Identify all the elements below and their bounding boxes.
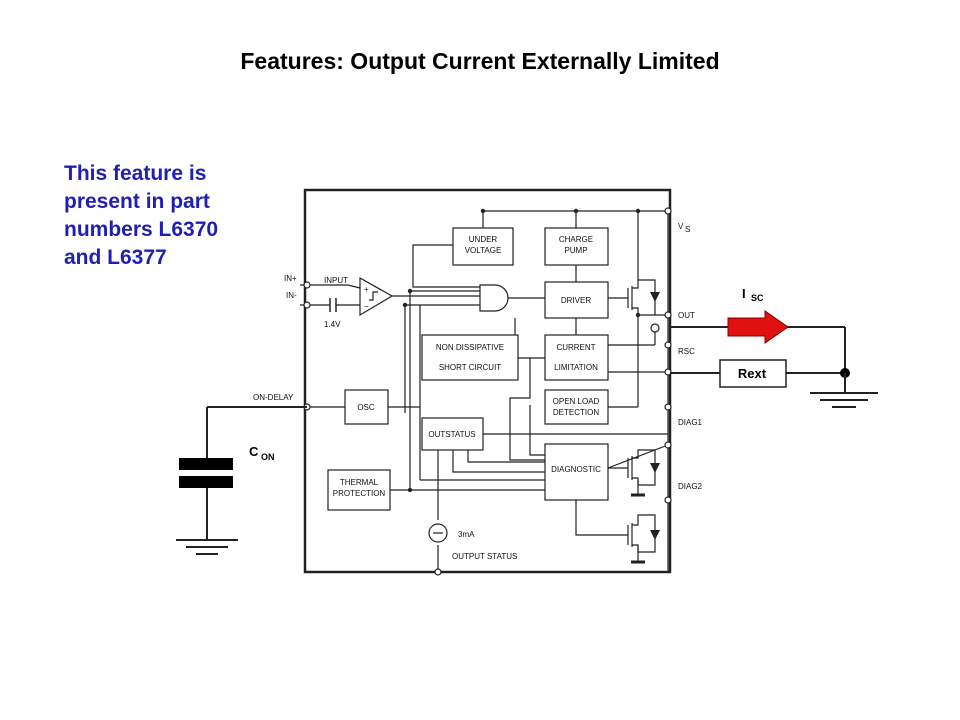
capacitor-plate-top [179,458,233,470]
pin-label-on-delay: ON-DELAY [253,393,294,402]
out-mosfet [627,279,660,315]
block-osc: OSC [344,389,389,425]
block-label: CHARGE [559,235,593,244]
external-circuit [176,326,878,555]
rext-resistor [719,359,787,388]
pin-terminals [303,207,672,576]
diag1-mosfet [627,449,660,497]
block-label: UNDER [469,235,498,244]
block-label: OPEN LOAD [553,397,600,406]
and-gate [479,284,509,312]
pin-label-vs: V [678,222,684,231]
block-diagnostic: DIAGNOSTIC [544,443,609,501]
ground-icon [176,539,238,555]
isc-label: I [742,286,746,301]
pin-label-diag1: DIAG1 [678,418,703,427]
feature-note-line: This feature is [64,162,207,185]
ic-outline [303,188,672,574]
block-label: DRIVER [561,296,591,305]
block-label: OUTSTATUS [428,430,475,439]
block-label: LIMITATION [554,363,598,372]
ground-icon [810,392,878,408]
con-label: C [249,444,259,459]
block-open-load: OPEN LOAD DETECTION [544,389,609,425]
pin-label-input: INPUT [324,276,348,285]
block-label: OSC [357,403,375,412]
isc-label-sub: SC [751,293,764,303]
label-3ma: 3mA [458,530,475,539]
block-current-limitation: CURRENT LIMITATION [544,334,609,381]
feature-note-line: present in part [64,190,210,213]
block-label: SHORT CIRCUIT [439,363,501,372]
svg-text:−: − [364,302,369,311]
junction-dots [402,208,641,493]
block-label: PROTECTION [333,489,386,498]
block-label: NON DISSIPATIVE [436,343,504,352]
isc-current-arrow-icon [727,310,789,344]
feature-note-line: and L6377 [64,246,167,269]
pin-label-diag2: DIAG2 [678,482,703,491]
feature-note: This feature is present in part numbers … [64,160,294,272]
capacitor-plate-bottom [179,476,233,488]
block-label: PUMP [564,246,587,255]
pin-label-in-plus: IN+ [284,274,297,283]
block-thermal: THERMAL PROTECTION [327,469,391,511]
block-outstatus: OUTSTATUS [421,417,484,451]
block-label: DIAGNOSTIC [551,465,601,474]
pin-label-out: OUT [678,311,695,320]
diag2-mosfet [627,514,660,564]
svg-text:+: + [364,285,369,294]
pin-label-rsc: RSC [678,347,695,356]
block-under-voltage: UNDER VOLTAGE [452,227,514,266]
feature-note-line: numbers L6370 [64,218,219,241]
block-non-dissipative: NON DISSIPATIVE SHORT CIRCUIT [421,334,519,381]
input-comparator: + − [359,276,394,317]
block-label: THERMAL [340,478,379,487]
current-source [428,523,448,543]
rext-label: Rext [738,366,767,381]
pin-label-vs-sub: S [685,225,690,234]
input-wiring [300,284,361,312]
pin-label-in-minus: IN- [286,291,297,300]
label-1-4v: 1.4V [324,320,341,329]
block-label: DETECTION [553,408,599,417]
block-label: CURRENT [556,343,595,352]
block-label: VOLTAGE [465,246,502,255]
con-label-sub: ON [261,452,275,462]
pin-label-output-status: OUTPUT STATUS [452,552,517,561]
block-charge-pump: CHARGE PUMP [544,227,609,266]
internal-wiring [307,210,670,572]
slide-title: Features: Output Current Externally Limi… [240,48,720,74]
block-driver: DRIVER [544,281,609,319]
